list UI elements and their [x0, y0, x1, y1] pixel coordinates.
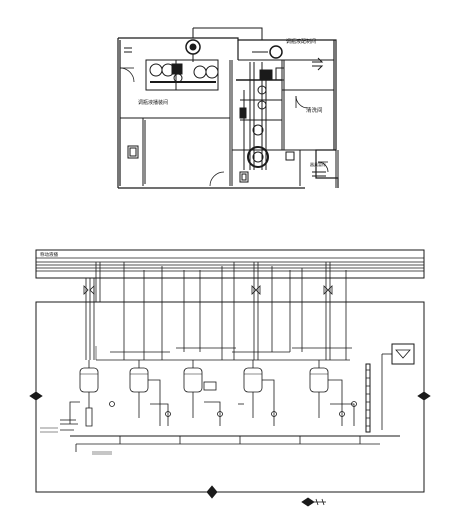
room-label-prep-main: 调瓶液播装间: [138, 99, 168, 106]
tank-1: [69, 360, 99, 427]
room-label-prep-upper: 调瓶液配制间: [286, 38, 316, 45]
room-label-right-small: 器具暂存: [310, 161, 326, 167]
tank-3: [183, 360, 221, 426]
top-tank: [185, 27, 263, 62]
room-label-cleaning: 清洗间: [306, 106, 323, 114]
tank-4: [238, 360, 275, 426]
header-title: 称动液播: [40, 251, 58, 258]
heat-exchanger-unit: [381, 343, 415, 430]
doors: [119, 67, 329, 187]
tank-2: [129, 360, 169, 426]
return-headers: [60, 419, 400, 452]
vertical-feed-lines: [85, 262, 347, 360]
room-labels: 调瓶液配制间 调瓶液播装间 清洗间 器具暂存: [138, 38, 326, 167]
boundary-markers: [29, 391, 431, 499]
filter-column: [365, 363, 371, 433]
tank-manifolds: [96, 347, 352, 361]
lower-annotations: [40, 346, 112, 455]
central-piping: [236, 62, 285, 170]
header-block: [35, 249, 425, 279]
upper-right-equipment: [252, 45, 324, 71]
north-arrow-symbol: [301, 497, 326, 507]
feed-valves: [83, 285, 333, 295]
pump-symbols: [109, 401, 357, 417]
right-annex: [335, 150, 339, 188]
small-fixtures: [124, 47, 326, 183]
floor-plan: [117, 27, 339, 189]
equipment-cluster-left: [145, 59, 219, 91]
tank-5: [309, 360, 355, 426]
piping-diagram: [29, 249, 431, 507]
partitions: [120, 59, 334, 186]
